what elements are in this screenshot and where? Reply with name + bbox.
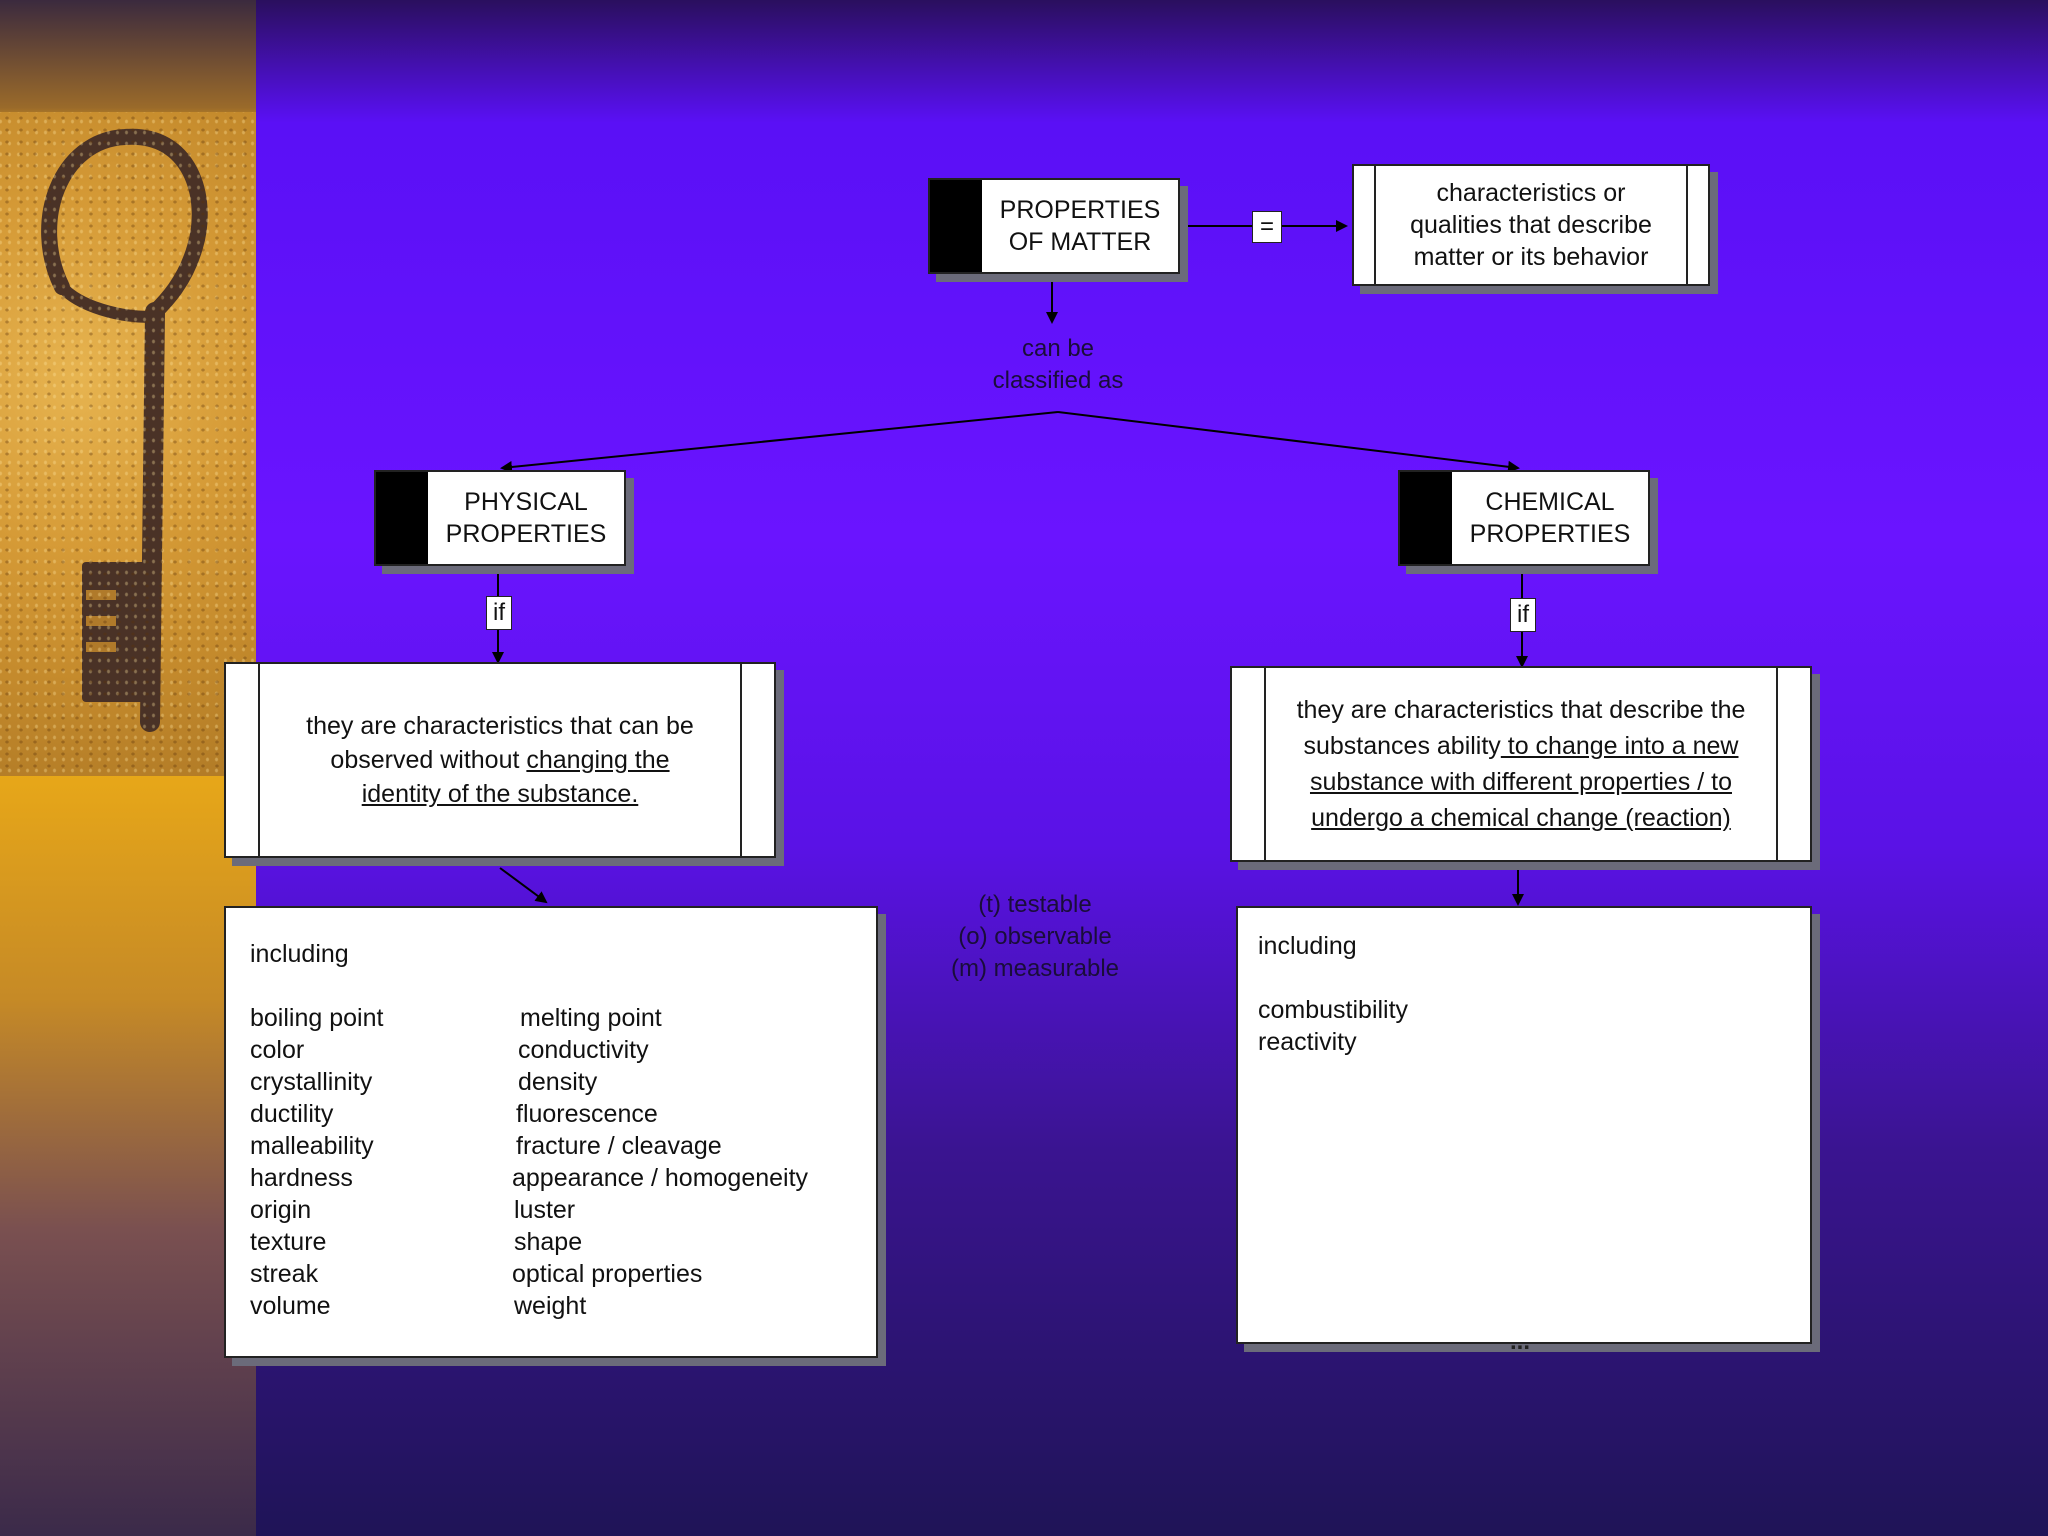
physical-line-1: PHYSICAL bbox=[464, 488, 588, 516]
physical-list-box: including boiling point color crystallin… bbox=[224, 906, 878, 1358]
list-item: volume bbox=[250, 1292, 331, 1320]
list-item: optical properties bbox=[512, 1260, 703, 1288]
definition-line-1: characteristics or bbox=[1436, 179, 1626, 207]
chemical-desc-emphasis-1: to change into a new bbox=[1500, 732, 1739, 760]
definition-box: characteristics or qualities that describ… bbox=[1352, 164, 1710, 286]
concept-marker bbox=[930, 180, 982, 272]
list-item: origin bbox=[250, 1196, 312, 1224]
list-item: weight bbox=[514, 1292, 587, 1320]
list-item: texture bbox=[250, 1228, 327, 1256]
physical-line-2: PROPERTIES bbox=[445, 520, 607, 548]
chemical-line-1: CHEMICAL bbox=[1485, 488, 1615, 516]
key-icon bbox=[41, 128, 208, 732]
list-item: fluorescence bbox=[516, 1100, 658, 1128]
list-item: malleability bbox=[250, 1132, 374, 1160]
physical-list-column-2: melting point conductivity density fluor… bbox=[512, 1002, 808, 1322]
physical-description-text: they are characteristics that can be obse… bbox=[258, 664, 742, 856]
chemical-properties-box: CHEMICAL PROPERTIES bbox=[1398, 470, 1650, 566]
classified-label: can be classified as bbox=[950, 333, 1166, 397]
list-item: boiling point bbox=[250, 1004, 384, 1032]
equals-label: = bbox=[1252, 211, 1282, 243]
chemical-desc-plain: substances ability bbox=[1303, 732, 1501, 760]
list-item: color bbox=[250, 1036, 305, 1064]
list-item: fracture / cleavage bbox=[516, 1132, 722, 1160]
list-item: luster bbox=[514, 1196, 576, 1224]
concept-marker bbox=[1400, 472, 1452, 564]
list-item: reactivity bbox=[1258, 1028, 1357, 1056]
list-item: ductility bbox=[250, 1100, 334, 1128]
chemical-if-label: if bbox=[1510, 598, 1536, 632]
chemical-description-text: they are characteristics that describe t… bbox=[1264, 668, 1778, 860]
legend: (t) testable (o) observable (m) measurable bbox=[910, 889, 1160, 985]
definition-line-2: qualities that describe bbox=[1410, 211, 1652, 239]
chemical-desc-line-1: they are characteristics that describe t… bbox=[1296, 696, 1746, 724]
physical-description-box: they are characteristics that can be obse… bbox=[224, 662, 776, 858]
physical-list-column-1: boiling point color crystallinity ductil… bbox=[250, 1002, 383, 1322]
root-line-1: PROPERTIES bbox=[999, 196, 1161, 224]
chemical-list-ellipsis: ... bbox=[1509, 1328, 1530, 1355]
left-rule bbox=[1264, 668, 1266, 860]
concept-marker bbox=[376, 472, 428, 564]
root-concept-text: PROPERTIES OF MATTER bbox=[982, 180, 1178, 272]
right-rule bbox=[1686, 166, 1688, 284]
legend-observable: (o) observable bbox=[958, 923, 1112, 950]
left-rule bbox=[1374, 166, 1376, 284]
root-line-2: OF MATTER bbox=[1008, 228, 1152, 256]
list-item: conductivity bbox=[518, 1036, 649, 1064]
chemical-list-box: including combustibility reactivity bbox=[1236, 906, 1812, 1344]
physical-if-label: if bbox=[486, 596, 512, 630]
chemical-desc-emphasis-2: substance with different properties / to bbox=[1309, 768, 1732, 796]
classified-line-1: can be bbox=[1021, 335, 1095, 362]
list-item: hardness bbox=[250, 1164, 353, 1192]
sand-texture bbox=[0, 112, 256, 776]
classified-line-2: classified as bbox=[992, 367, 1124, 394]
list-item: crystallinity bbox=[250, 1068, 373, 1096]
physical-list-heading: including bbox=[250, 940, 349, 968]
physical-properties-text: PHYSICAL PROPERTIES bbox=[428, 472, 624, 564]
chemical-list-items: combustibility reactivity bbox=[1258, 994, 1408, 1058]
physical-desc-emphasis-2: identity of the substance. bbox=[361, 780, 639, 808]
chemical-line-2: PROPERTIES bbox=[1469, 520, 1631, 548]
root-concept-box: PROPERTIES OF MATTER bbox=[928, 178, 1180, 274]
list-item: melting point bbox=[520, 1004, 662, 1032]
list-item: density bbox=[518, 1068, 598, 1096]
right-rule bbox=[1776, 668, 1778, 860]
chemical-properties-text: CHEMICAL PROPERTIES bbox=[1452, 472, 1648, 564]
physical-desc-plain: observed without bbox=[330, 746, 527, 774]
list-item: streak bbox=[250, 1260, 319, 1288]
list-item: combustibility bbox=[1258, 996, 1409, 1024]
physical-desc-emphasis-1: changing the bbox=[526, 746, 670, 774]
right-rule bbox=[740, 664, 742, 856]
list-item: appearance / homogeneity bbox=[512, 1164, 809, 1192]
definition-line-3: matter or its behavior bbox=[1413, 243, 1649, 271]
legend-measurable: (m) measurable bbox=[950, 955, 1120, 982]
chemical-description-box: they are characteristics that describe t… bbox=[1230, 666, 1812, 862]
legend-testable: (t) testable bbox=[978, 891, 1092, 918]
list-item: shape bbox=[514, 1228, 583, 1256]
left-rule bbox=[258, 664, 260, 856]
chemical-desc-emphasis-3: undergo a chemical change (reaction) bbox=[1311, 804, 1731, 832]
physical-desc-line-1: they are characteristics that can be bbox=[306, 712, 694, 740]
key-photo bbox=[0, 112, 256, 776]
chemical-list-heading: including bbox=[1258, 932, 1357, 960]
definition-text: characteristics or qualities that describ… bbox=[1374, 166, 1688, 284]
physical-properties-box: PHYSICAL PROPERTIES bbox=[374, 470, 626, 566]
